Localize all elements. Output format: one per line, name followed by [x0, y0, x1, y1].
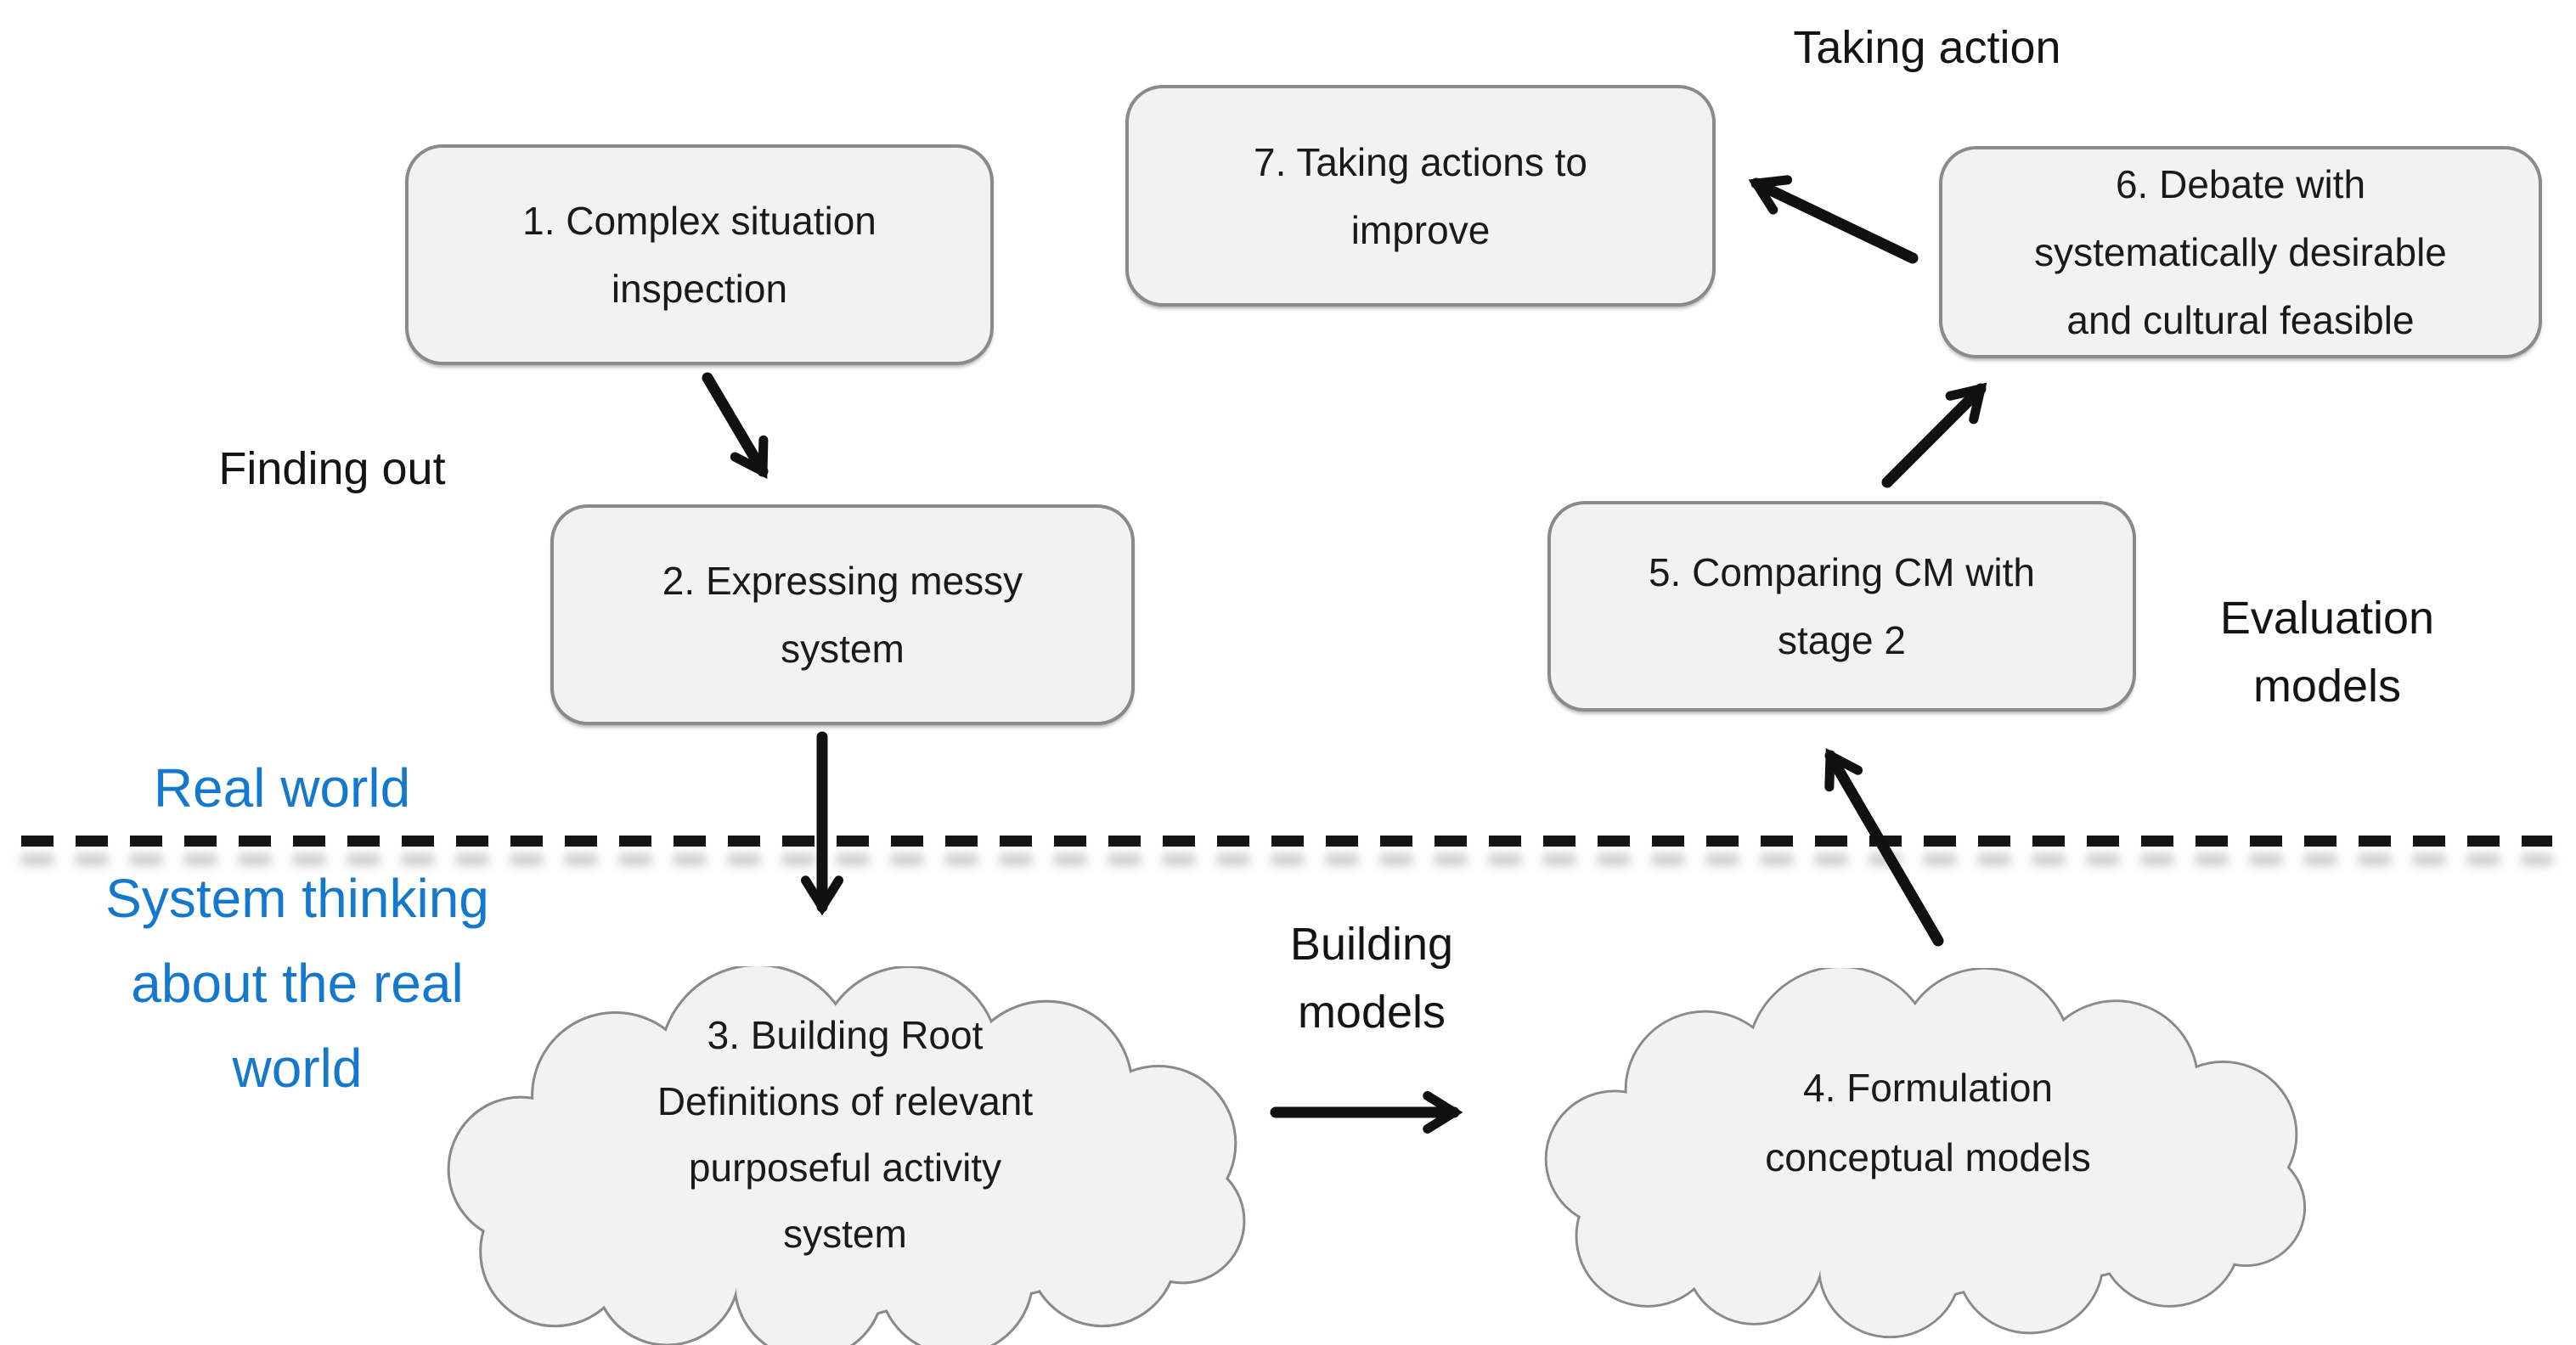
taking-action-label: Taking action: [1793, 22, 2061, 73]
stage-1-complex-situation-inspection: 1. Complex situation inspection: [405, 144, 994, 365]
arrow-stage4-to-stage5: [1824, 747, 1944, 947]
stage-2-expressing-messy-system: 2. Expressing messy system: [550, 504, 1135, 725]
stage-6-debate: 6. Debate with systematically desirable …: [1939, 146, 2542, 358]
building-models-label: Building models: [1289, 919, 1454, 1038]
divider-shadow: [21, 854, 2552, 865]
arrow-stage6-to-stage7: [1748, 175, 1919, 264]
stage-5-label: 5. Comparing CM with stage 2: [1648, 550, 2036, 662]
arrow-stage1-to-stage2: [702, 372, 769, 479]
stage-5-comparing-cm: 5. Comparing CM with stage 2: [1547, 501, 2136, 712]
arrow-stage5-to-stage6: [1881, 382, 1987, 488]
stage-1-label: 1. Complex situation inspection: [522, 199, 877, 311]
evaluation-models-label: Evaluation models: [2219, 593, 2435, 712]
stage-7-label: 7. Taking actions to improve: [1254, 139, 1587, 252]
finding-out-label: Finding out: [218, 443, 446, 494]
stage-7-taking-actions: 7. Taking actions to improve: [1125, 85, 1716, 307]
stage-4-label: 4. Formulation conceptual models: [1765, 1066, 2091, 1179]
stage-2-label: 2. Expressing messy system: [662, 559, 1023, 671]
real-world-divider-dashed-line: [21, 836, 2552, 847]
systems-thinking-zone-label: System thinking about the real world: [105, 868, 489, 1099]
stage-3-label: 3. Building Root Definitions of relevant…: [657, 1013, 1034, 1256]
real-world-zone-label: Real world: [153, 757, 411, 819]
stage-6-label: 6. Debate with systematically desirable …: [2034, 162, 2447, 342]
